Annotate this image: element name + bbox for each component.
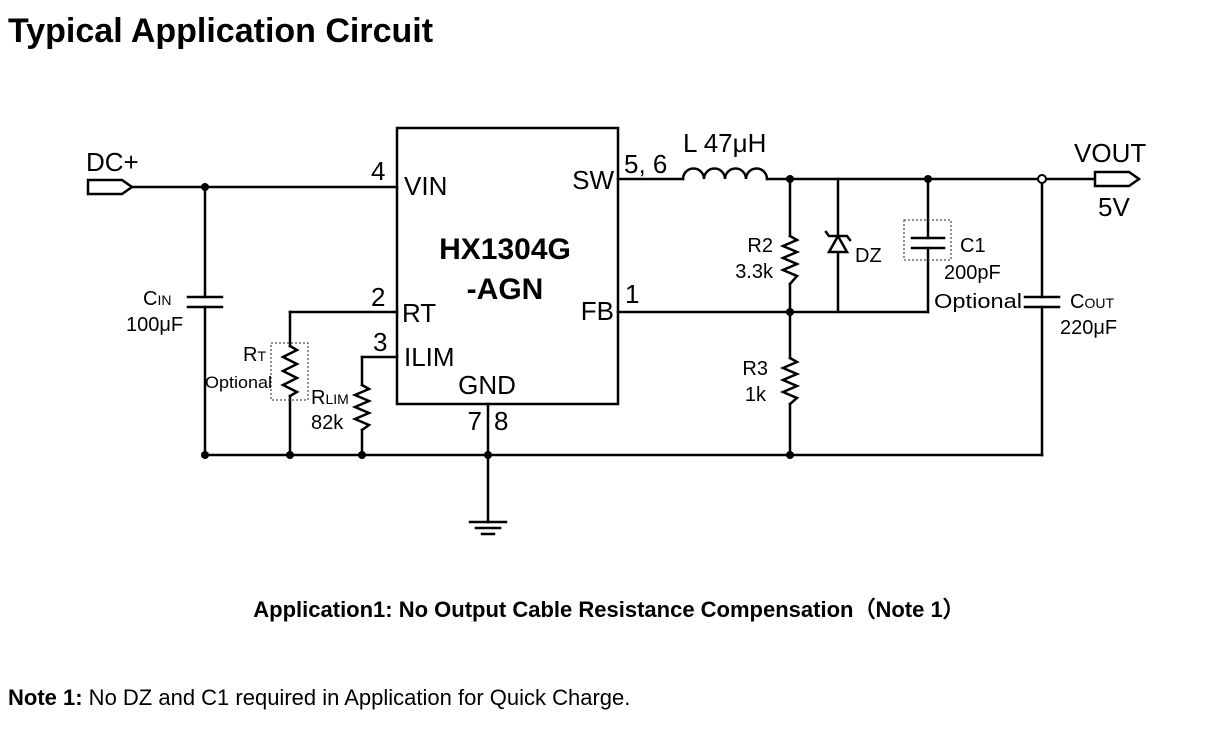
pin-fb-label: FB [581, 296, 614, 326]
rt-optional-outline [270, 342, 309, 401]
dc-input-connector [86, 178, 135, 196]
cout-label-main: C [1070, 291, 1084, 313]
pin-gnd-label: GND [458, 370, 516, 400]
r2-value: 3.3k [735, 261, 774, 283]
junction-dot [786, 175, 794, 183]
dc-input-label: DC+ [86, 147, 139, 177]
rlim-label: RLIM [311, 387, 349, 409]
r3-resistor [779, 356, 801, 406]
junction-dot [286, 451, 294, 459]
dz-diode [826, 233, 850, 254]
rt-label: RT [243, 344, 266, 366]
junction-dot [786, 451, 794, 459]
rlim-resistor [351, 383, 373, 432]
rlim-value: 82k [311, 412, 344, 434]
junction-dot [358, 451, 366, 459]
cout-value: 220μF [1060, 317, 1117, 339]
r3-name: R3 [742, 358, 768, 380]
rlim-label-main: R [311, 387, 325, 409]
rt-label-sub: T [257, 348, 266, 364]
inductor-label: L 47μH [683, 128, 766, 158]
cin-label-main: C [143, 288, 157, 310]
junction-dot [786, 308, 794, 316]
inductor-coil [681, 167, 769, 181]
dz-label: DZ [855, 245, 882, 267]
figure-caption: Application1: No Output Cable Resistance… [253, 597, 965, 622]
c1-optional-note: Optional [934, 291, 1022, 313]
pin-gnd-number-a: 7 [468, 406, 482, 436]
c1-value: 200pF [944, 262, 1001, 284]
pin-rt-label: RT [402, 298, 436, 328]
c1-name: C1 [960, 235, 986, 257]
r3-value: 1k [745, 384, 767, 406]
rt-label-main: R [243, 344, 257, 366]
pin-gnd-number-b: 8 [494, 406, 508, 436]
pin-vin-label: VIN [404, 171, 447, 201]
ic-body [395, 126, 620, 406]
page-title: Typical Application Circuit [8, 12, 434, 50]
c1-optional-outline [903, 219, 952, 261]
junction-dot-open [1037, 174, 1047, 184]
cout-label-sub: OUT [1084, 295, 1114, 311]
junction-dot [924, 175, 932, 183]
dz-cathode [824, 230, 852, 242]
vout-connector [1093, 170, 1142, 188]
rt-optional-note: Optional [205, 373, 272, 392]
r2-name: R2 [747, 235, 773, 257]
footnote: Note 1: No DZ and C1 required in Applica… [8, 685, 630, 711]
footnote-label: Note 1: [8, 685, 83, 710]
pin-rt-number: 2 [371, 282, 385, 312]
rlim-label-sub: LIM [325, 391, 348, 407]
pin-sw-label: SW [572, 165, 614, 195]
vout-value: 5V [1098, 192, 1130, 222]
pin-ilim-number: 3 [373, 327, 387, 357]
footnote-text: No DZ and C1 required in Application for… [82, 685, 631, 710]
cout-label: COUT [1070, 291, 1114, 313]
pin-sw-number: 5, 6 [624, 149, 667, 179]
junction-dot [484, 451, 492, 459]
ic-name-line1: HX1304G [439, 233, 571, 266]
rt-resistor [280, 344, 300, 398]
junction-dot [201, 183, 209, 191]
cin-label: CIN [143, 288, 171, 310]
cin-label-sub: IN [157, 292, 171, 308]
ic-name-line2: -AGN [467, 273, 544, 306]
r2-resistor [779, 234, 801, 286]
pin-vin-number: 4 [371, 156, 385, 186]
junction-dot [201, 451, 209, 459]
vout-label: VOUT [1074, 138, 1146, 168]
pin-fb-number: 1 [625, 279, 639, 309]
pin-ilim-label: ILIM [404, 342, 455, 372]
cin-value: 100μF [126, 314, 183, 336]
